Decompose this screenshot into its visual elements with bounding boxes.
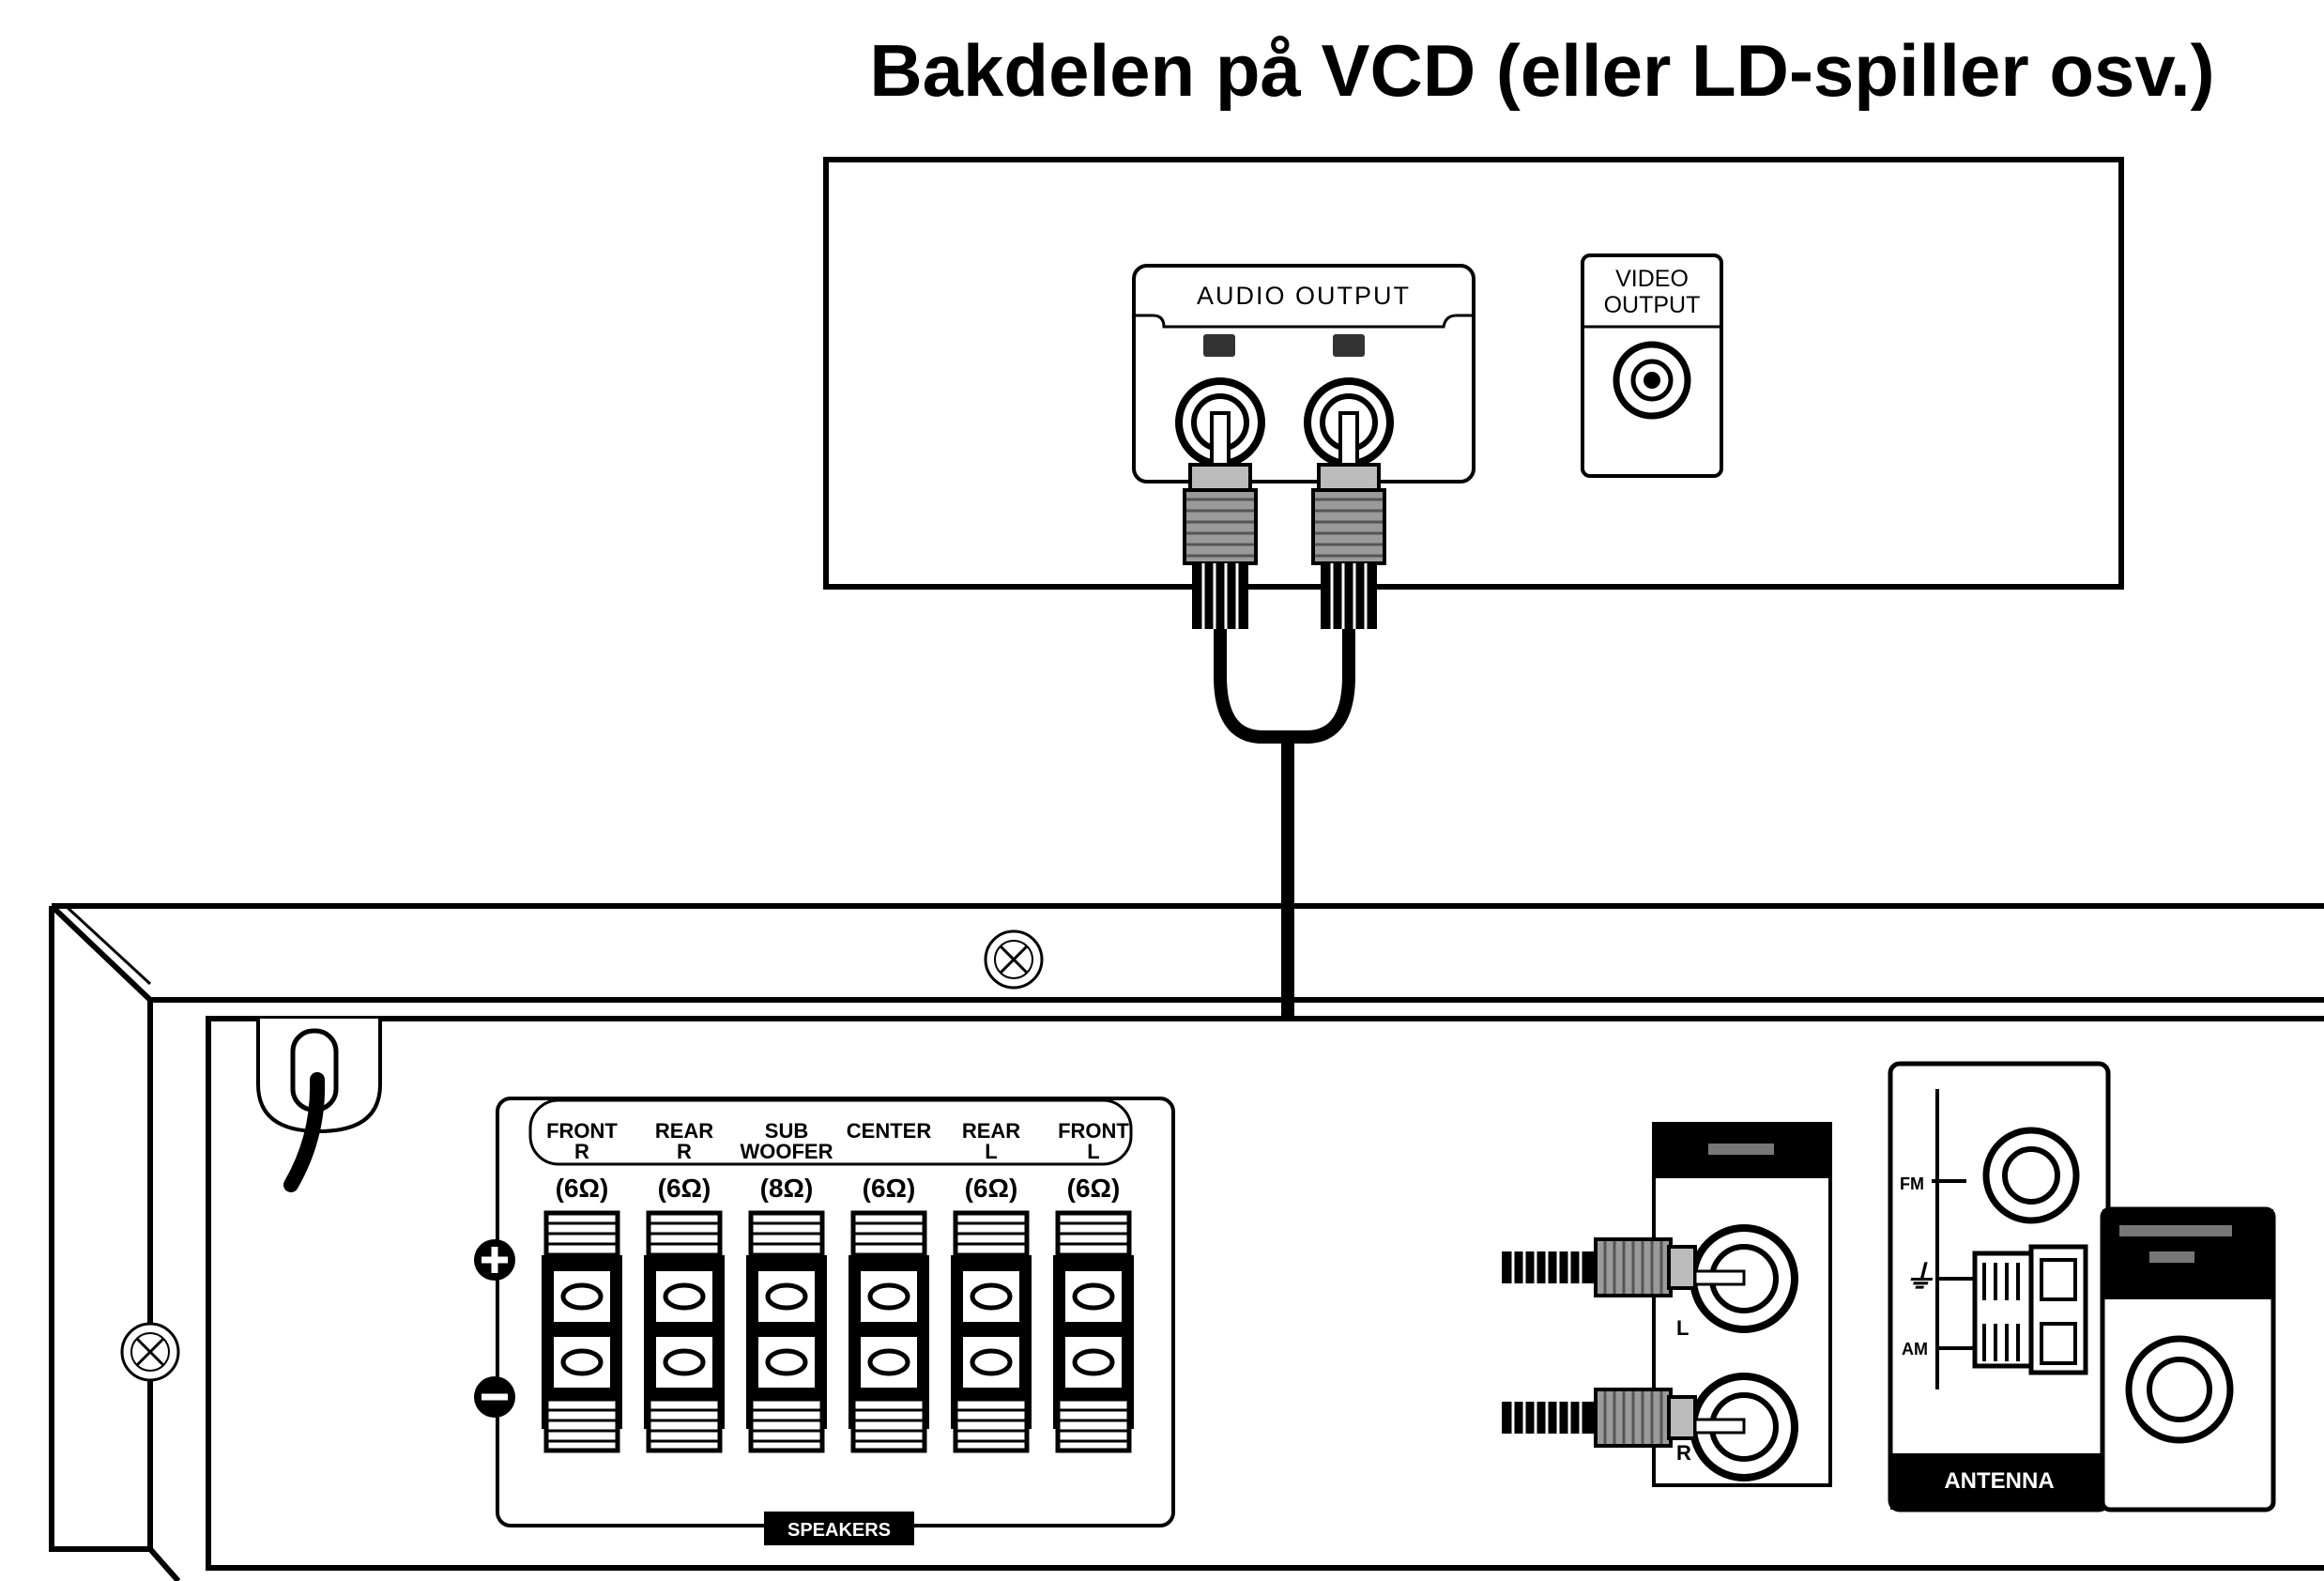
antenna-panel: ANTENNA FM ⏚ AM [1888,1061,2111,1512]
ground-symbol: ⏚ [1904,1260,1935,1296]
speaker-label-line1: REAR [962,1119,1020,1143]
speaker-impedance: (6Ω) [658,1174,711,1203]
monitor-out-jack[interactable] [2125,1335,2234,1444]
speaker-terminal-4[interactable]: CENTER (6Ω) [847,1119,932,1453]
am-antenna-terminal[interactable] [1972,1244,2088,1375]
fm-antenna-jack[interactable] [1982,1127,2080,1224]
rca-plug-bottom-left [1502,1237,1746,1297]
audio-in-label-L: L [1676,1316,1689,1340]
video-output-jack[interactable] [1613,341,1691,420]
video-output-label-line1: VIDEO [1615,266,1689,292]
rca-plug-bottom-right [1502,1388,1746,1448]
speaker-label-line1: FRONT [1058,1119,1129,1143]
antenna-am-label: AM [1902,1340,1928,1358]
speaker-label-line2: L [1087,1140,1099,1163]
minus-symbol [474,1376,515,1418]
audio-output-section: AUDIO OUTPUT [1132,264,1475,484]
audio-output-label: AUDIO OUTPUT [1197,282,1411,310]
audio-in-label-R: R [1676,1441,1691,1465]
rca-plug-top-left [1183,411,1258,629]
video-output-section: VIDEO OUTPUT [1581,253,1723,478]
speaker-label-line1: SUB [765,1119,808,1143]
speakers-panel-label: SPEAKERS [787,1520,891,1541]
video-output-label-line2: OUTPUT [1604,292,1701,318]
speaker-impedance: (6Ω) [556,1174,609,1203]
screw-side [120,1322,180,1382]
led-right [1333,334,1365,357]
antenna-label: ANTENNA [1944,1468,2054,1494]
speaker-impedance: (6Ω) [965,1174,1018,1203]
speaker-label-line2: L [985,1140,997,1163]
power-cord [256,1019,382,1192]
antenna-fm-label: FM [1900,1174,1924,1193]
screw-top [984,929,1044,990]
speaker-label-line2: WOOFER [741,1140,833,1163]
speaker-impedance: (6Ω) [863,1174,916,1203]
rca-plug-top-right [1311,411,1386,629]
speaker-label-line1: REAR [655,1119,713,1143]
plus-symbol [474,1239,515,1281]
diagram-title: Bakdelen på VCD (eller LD-spiller osv.) [869,29,2215,112]
speaker-impedance: (6Ω) [1067,1174,1121,1203]
speaker-label-line2: R [574,1140,589,1163]
led-left [1203,334,1235,357]
speaker-label-line1: CENTER [847,1119,932,1143]
speaker-impedance: (8Ω) [760,1174,814,1203]
monitor-out-panel [2100,1206,2276,1512]
speaker-label-line2: R [677,1140,692,1163]
speaker-terminals: FRONTR(6Ω)REARR(6Ω)SUBWOOFER(8Ω)CENTER(6… [542,1119,1134,1453]
speaker-label-line1: FRONT [546,1119,618,1143]
